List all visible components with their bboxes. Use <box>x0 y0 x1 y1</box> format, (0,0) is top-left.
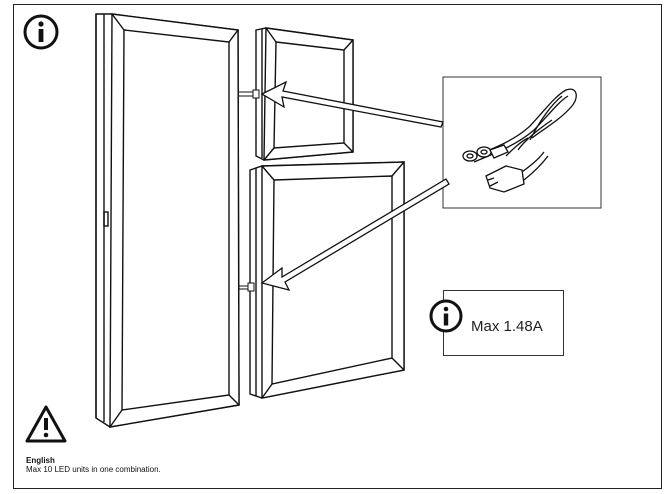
tall-led-panel <box>95 13 240 428</box>
power-cable-illustration <box>462 88 577 193</box>
max-current-label: Max 1.48A <box>471 318 543 335</box>
language-heading: English <box>26 456 55 465</box>
medium-led-panel <box>249 161 405 399</box>
small-led-panel <box>255 27 354 161</box>
current-limit-box <box>443 290 564 356</box>
info-icon <box>429 299 463 333</box>
panel-connectors <box>239 89 260 292</box>
arrows <box>260 80 450 291</box>
warning-triangle-icon <box>25 405 67 443</box>
info-icon <box>23 14 59 50</box>
warning-note: Max 10 LED units in one combination. <box>26 465 161 474</box>
